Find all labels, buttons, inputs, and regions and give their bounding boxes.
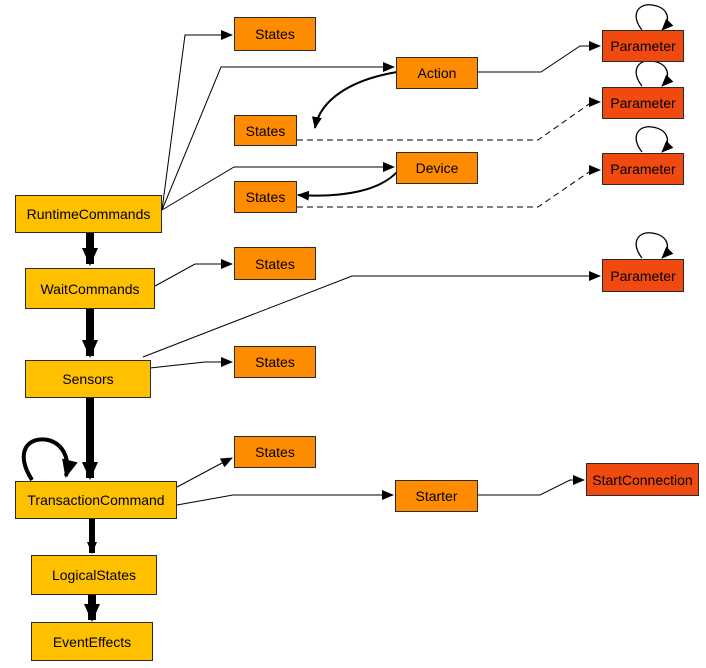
node-starter: Starter [395,480,478,512]
edge-states2-parameter2 [297,97,601,141]
edge-runtime-device [161,162,395,211]
node-states-4: States [234,247,316,280]
node-start-connection: StartConnection [586,463,699,496]
self-loop-parameter1 [635,4,674,31]
node-parameter-1: Parameter [602,30,684,62]
node-states-6: States [234,436,316,468]
self-loop-parameter2 [635,60,674,87]
edge-runtime-action [161,62,395,211]
node-states-5: States [234,346,316,378]
edge-states3-parameter3 [297,165,601,208]
self-loop-parameter4 [635,232,674,259]
node-transaction-command: TransactionCommand [15,481,177,519]
edge-runtime-states1 [161,30,233,211]
self-loop-parameter3 [635,126,674,153]
node-logical-states: LogicalStates [31,555,157,595]
edge-sensors-parameter4 [142,271,601,358]
edge-transaction-states6 [176,457,233,488]
node-states-1: States [234,17,316,51]
node-runtime-commands: RuntimeCommands [15,195,162,233]
node-parameter-4: Parameter [602,259,684,292]
self-loop-transaction [21,437,78,482]
edge-starter-startconnection [478,475,585,496]
edge-device-states3 [297,171,398,201]
node-states-3: States [234,181,297,213]
edge-action-parameter1 [478,41,601,73]
node-action: Action [396,57,478,89]
node-device: Device [396,152,478,184]
edge-wait-states4 [154,259,233,287]
edge-sensors-states5 [149,357,233,369]
edge-transaction-starter [176,490,394,506]
node-event-effects: EventEffects [31,622,153,661]
node-sensors: Sensors [25,360,151,398]
edge-action-states2 [312,71,398,129]
node-parameter-2: Parameter [602,87,684,119]
node-wait-commands: WaitCommands [25,268,155,309]
node-parameter-3: Parameter [602,153,684,185]
node-states-2: States [234,115,297,146]
